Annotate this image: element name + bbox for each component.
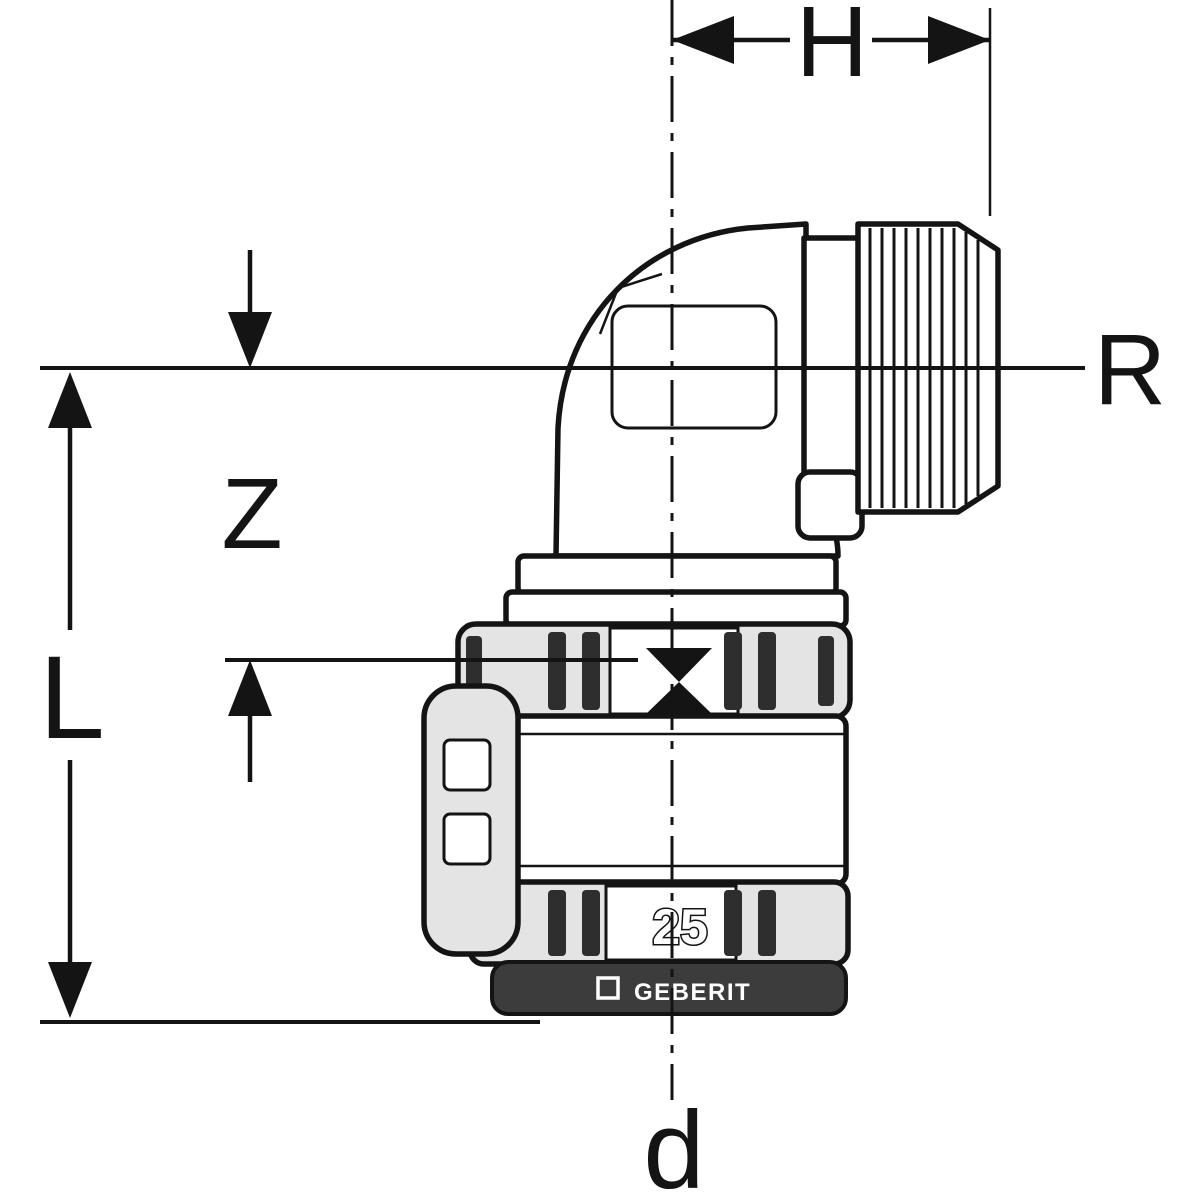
dimension-z: Z [221,250,283,782]
rib-slot [582,890,600,956]
dimension-l: L [39,372,105,1018]
elbow-notch-detail [598,272,663,335]
reference-lines [40,0,1085,1100]
dimension-label-h: H [796,0,868,98]
rib-slot [548,890,566,956]
cap-tab [442,738,492,792]
dimension-label-l: L [39,632,105,764]
fitting: 25 GEBERIT [421,221,1001,1016]
arrow-up-icon [48,372,92,428]
brand-logo-icon [596,976,620,1000]
dimension-label-d: d [643,1089,704,1200]
thread-collar [801,235,863,507]
rib-slot [548,632,566,710]
clamp-middle-band [499,713,849,887]
collar-boss [795,469,865,541]
size-marking: 25 [652,899,708,955]
dimension-label-r: R [1094,314,1166,426]
brand-band [490,960,848,1016]
brand-name: GEBERIT [634,979,751,1006]
cap-tab [442,812,492,866]
rib-slot [758,890,776,956]
arrow-left-icon [672,16,734,64]
rib-slot [582,632,600,710]
arrow-up-icon [228,660,272,716]
rib-slot [724,632,742,710]
seal-position-marker-icon [646,648,712,714]
flange-band-upper [515,553,839,597]
rib-slot [724,890,742,956]
flange-band-lower [503,589,849,629]
arrow-down-icon [48,962,92,1018]
dimension-label-z: Z [221,458,282,570]
dimension-h: H [672,0,990,98]
rib-slot [818,636,834,706]
rib-slot [758,632,776,710]
arrow-right-icon [928,16,990,64]
arrow-down-icon [228,312,272,368]
